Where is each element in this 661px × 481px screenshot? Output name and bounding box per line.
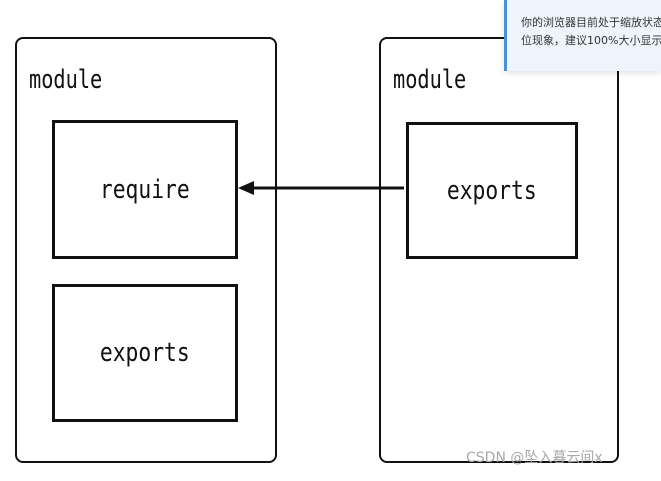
module-right: module exports [379, 37, 619, 463]
notice-line-1: 你的浏览器目前处于缩放状态 [521, 16, 661, 29]
exports-box-right: exports [406, 122, 578, 259]
notice-line-2: 位现象，建议100%大小显示 [521, 34, 661, 47]
require-label: require [100, 174, 190, 205]
csdn-watermark: CSDN @坠入暮云间x [466, 450, 603, 466]
module-left: module require exports [15, 37, 277, 463]
exports-label-left: exports [100, 338, 190, 368]
module-left-title: module [29, 65, 103, 95]
require-box: require [52, 120, 238, 259]
exports-box-left: exports [52, 284, 238, 422]
browser-zoom-notice[interactable]: 你的浏览器目前处于缩放状态 位现象，建议100%大小显示 [504, 0, 661, 71]
module-right-title: module [393, 65, 467, 95]
exports-label-right: exports [447, 175, 537, 206]
